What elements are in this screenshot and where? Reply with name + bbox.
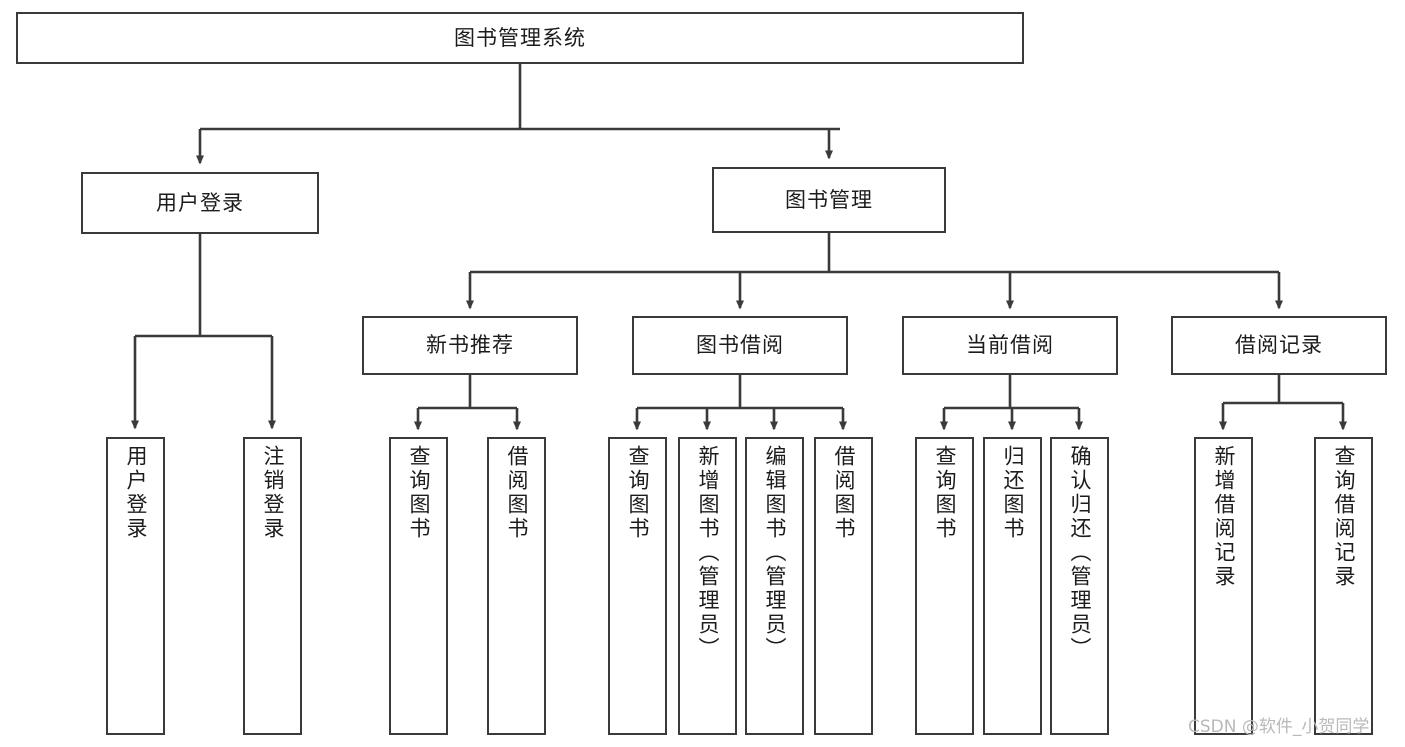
node-leaf-confirm-return-label: 确认归还（管理员） <box>1068 445 1092 661</box>
node-leaf-logout-label: 注销登录 <box>261 445 285 541</box>
node-leaf-add-book-label: 新增图书（管理员） <box>696 445 720 661</box>
node-leaf-borrow-book-1[interactable]: 借阅图书 <box>487 437 546 735</box>
node-leaf-query-book-2-label: 查询图书 <box>626 445 650 541</box>
node-current-borrow[interactable]: 当前借阅 <box>902 316 1118 375</box>
node-leaf-query-record[interactable]: 查询借阅记录 <box>1314 437 1373 735</box>
node-leaf-query-book-2[interactable]: 查询图书 <box>608 437 667 735</box>
node-book-manage[interactable]: 图书管理 <box>712 167 946 233</box>
node-root[interactable]: 图书管理系统 <box>16 12 1024 64</box>
node-leaf-borrow-book-1-label: 借阅图书 <box>505 445 529 541</box>
node-borrow-record-label: 借阅记录 <box>1235 333 1323 358</box>
node-leaf-borrow-book-2[interactable]: 借阅图书 <box>814 437 873 735</box>
node-borrow-record[interactable]: 借阅记录 <box>1171 316 1387 375</box>
node-leaf-confirm-return[interactable]: 确认归还（管理员） <box>1050 437 1109 735</box>
node-leaf-return-book[interactable]: 归还图书 <box>983 437 1042 735</box>
node-leaf-query-book-1[interactable]: 查询图书 <box>389 437 448 735</box>
node-leaf-return-book-label: 归还图书 <box>1001 445 1025 541</box>
node-root-label: 图书管理系统 <box>454 25 586 50</box>
node-current-borrow-label: 当前借阅 <box>966 333 1054 358</box>
node-leaf-borrow-book-2-label: 借阅图书 <box>832 445 856 541</box>
node-leaf-add-record-label: 新增借阅记录 <box>1212 445 1236 589</box>
node-user-login-label: 用户登录 <box>156 190 244 215</box>
node-leaf-query-book-3[interactable]: 查询图书 <box>915 437 974 735</box>
node-leaf-logout[interactable]: 注销登录 <box>243 437 302 735</box>
node-book-manage-label: 图书管理 <box>785 187 873 212</box>
node-user-login[interactable]: 用户登录 <box>81 172 319 234</box>
node-new-book-recommend[interactable]: 新书推荐 <box>362 316 578 375</box>
node-new-book-recommend-label: 新书推荐 <box>426 333 514 358</box>
node-leaf-edit-book[interactable]: 编辑图书（管理员） <box>745 437 804 735</box>
node-leaf-edit-book-label: 编辑图书（管理员） <box>763 445 787 661</box>
node-book-borrow-label: 图书借阅 <box>696 333 784 358</box>
node-leaf-add-record[interactable]: 新增借阅记录 <box>1194 437 1253 735</box>
node-leaf-user-login-label: 用户登录 <box>124 445 148 541</box>
node-book-borrow[interactable]: 图书借阅 <box>632 316 848 375</box>
node-leaf-query-book-3-label: 查询图书 <box>933 445 957 541</box>
node-leaf-user-login[interactable]: 用户登录 <box>106 437 165 735</box>
node-leaf-query-record-label: 查询借阅记录 <box>1332 445 1356 589</box>
node-leaf-query-book-1-label: 查询图书 <box>407 445 431 541</box>
node-leaf-add-book[interactable]: 新增图书（管理员） <box>678 437 737 735</box>
watermark-text: CSDN @软件_小贺同学 <box>1188 717 1370 737</box>
